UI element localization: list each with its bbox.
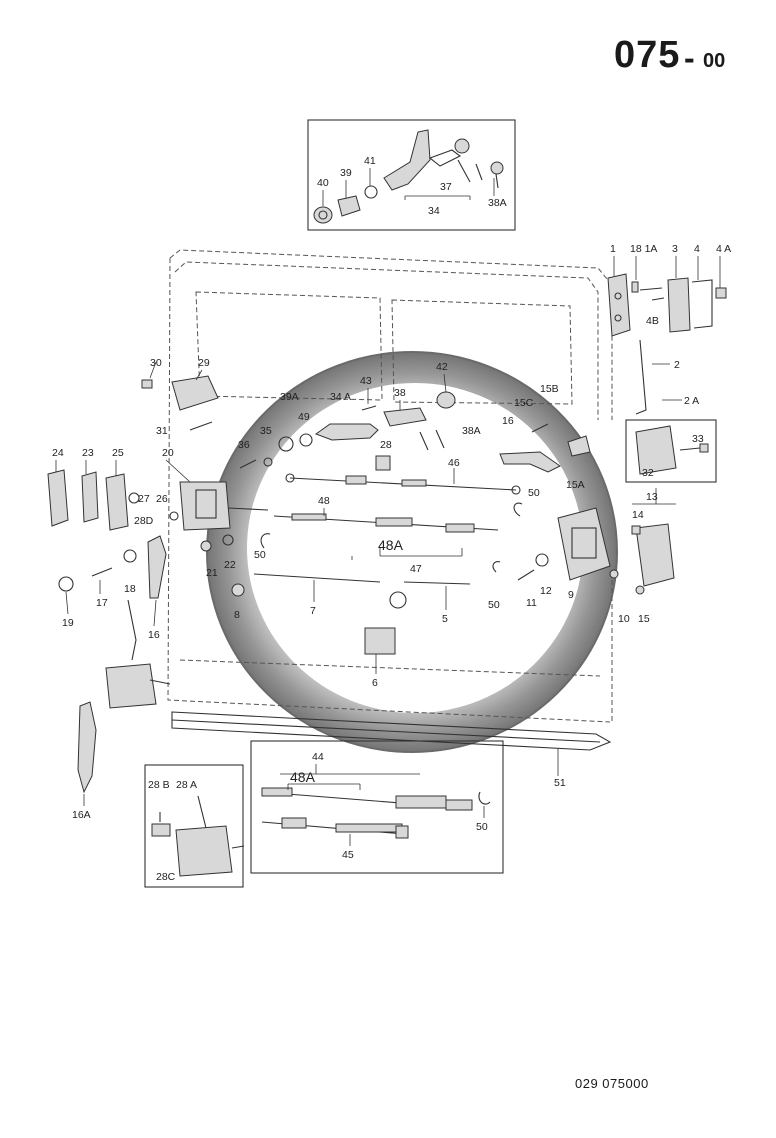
label-33: 33 bbox=[692, 433, 704, 445]
catch-parts bbox=[635, 425, 709, 475]
center-handle-parts bbox=[314, 391, 456, 471]
label-9: 9 bbox=[568, 589, 574, 601]
label-37: 37 bbox=[440, 181, 452, 193]
footer-reference: 029 075000 bbox=[575, 1076, 649, 1091]
label-2: 2 bbox=[674, 359, 680, 371]
label-5: 5 bbox=[442, 613, 448, 625]
label-36: 36 bbox=[238, 439, 250, 451]
label-6: 6 bbox=[372, 677, 378, 689]
label-48a: 48A bbox=[378, 537, 404, 553]
label-28b: 28 B bbox=[148, 779, 170, 791]
label-26: 26 bbox=[156, 493, 168, 505]
label-28: 28 bbox=[380, 439, 392, 451]
sill-strip bbox=[171, 711, 612, 751]
label-38: 38 bbox=[394, 387, 406, 399]
label-48: 48 bbox=[318, 495, 330, 507]
label-38a: 38A bbox=[462, 425, 481, 437]
inner-handle-right bbox=[499, 423, 591, 473]
label-27: 27 bbox=[138, 493, 150, 505]
label-12: 12 bbox=[540, 585, 552, 597]
shadow-ring bbox=[206, 351, 618, 753]
label-29: 29 bbox=[198, 357, 210, 369]
label-43: 43 bbox=[360, 375, 372, 387]
lock-cover-parts bbox=[151, 795, 245, 877]
label-44: 44 bbox=[312, 751, 324, 763]
label-7: 7 bbox=[310, 605, 316, 617]
label-34a: 34 A bbox=[330, 391, 351, 403]
label-16a: 16A bbox=[72, 809, 91, 821]
label-13: 13 bbox=[646, 491, 658, 503]
inset-catch bbox=[625, 419, 717, 483]
striker-plate-parts bbox=[607, 273, 727, 415]
label-38a-top: 38A bbox=[488, 197, 507, 209]
label-28d: 28D bbox=[134, 515, 154, 527]
label-19: 19 bbox=[62, 617, 74, 629]
lock-cylinder-parts bbox=[313, 129, 504, 224]
label-35: 35 bbox=[260, 425, 272, 437]
outer-handle-assembly bbox=[77, 599, 171, 794]
label-20: 20 bbox=[162, 447, 174, 459]
label-50c: 50 bbox=[476, 821, 488, 833]
label-42: 42 bbox=[436, 361, 448, 373]
inset-cables bbox=[250, 740, 504, 874]
label-11: 11 bbox=[526, 597, 537, 609]
label-16: 16 bbox=[148, 629, 160, 641]
label-22: 22 bbox=[224, 559, 236, 571]
label-16-right: 16 bbox=[502, 415, 514, 427]
label-2a: 2 A bbox=[684, 395, 699, 407]
label-39a: 39A bbox=[280, 391, 299, 403]
label-17: 17 bbox=[96, 597, 108, 609]
label-14: 14 bbox=[632, 509, 644, 521]
label-15a: 15A bbox=[566, 479, 585, 491]
label-18-1a: 18 1A bbox=[630, 243, 657, 255]
page-number: 075 bbox=[614, 34, 681, 76]
label-24: 24 bbox=[52, 447, 64, 459]
label-41: 41 bbox=[364, 155, 376, 167]
label-23: 23 bbox=[82, 447, 94, 459]
label-4: 4 bbox=[694, 243, 700, 255]
inset-lock-cylinder bbox=[307, 119, 516, 231]
inset-lock-cover bbox=[144, 764, 244, 888]
label-51: 51 bbox=[554, 777, 566, 789]
label-40: 40 bbox=[317, 177, 329, 189]
page-suffix: 00 bbox=[703, 50, 726, 72]
label-21: 21 bbox=[206, 567, 218, 579]
label-48a-lower: 48A bbox=[290, 769, 316, 785]
label-25: 25 bbox=[112, 447, 124, 459]
label-50d: 50 bbox=[488, 599, 500, 611]
label-46: 46 bbox=[448, 457, 460, 469]
label-3: 3 bbox=[672, 243, 678, 255]
label-34-top: 34 bbox=[428, 205, 440, 217]
page-number-dash: - bbox=[684, 40, 695, 76]
label-50b: 50 bbox=[254, 549, 266, 561]
label-39: 39 bbox=[340, 167, 352, 179]
leader-lines bbox=[55, 168, 721, 846]
label-4a: 4 A bbox=[716, 243, 731, 255]
label-1: 1 bbox=[610, 243, 616, 255]
door-lock-assembly bbox=[517, 507, 675, 595]
label-4b: 4B bbox=[646, 315, 659, 327]
label-15c: 15C bbox=[514, 397, 534, 409]
label-49: 49 bbox=[298, 411, 310, 423]
label-15: 15 bbox=[638, 613, 650, 625]
label-8: 8 bbox=[234, 609, 240, 621]
left-lower-parts bbox=[58, 535, 167, 599]
label-15b: 15B bbox=[540, 383, 559, 395]
label-18: 18 bbox=[124, 583, 136, 595]
label-28c: 28C bbox=[156, 871, 176, 883]
label-47: 47 bbox=[410, 563, 422, 575]
label-10: 10 bbox=[618, 613, 630, 625]
label-32: 32 bbox=[642, 467, 654, 479]
label-50a: 50 bbox=[528, 487, 540, 499]
label-45: 45 bbox=[342, 849, 354, 861]
cable-parts bbox=[261, 783, 491, 839]
rods-and-cables bbox=[253, 473, 523, 655]
label-31: 31 bbox=[156, 425, 168, 437]
left-lock-assembly bbox=[47, 469, 269, 597]
label-28a: 28 A bbox=[176, 779, 197, 791]
left-upper-parts bbox=[141, 375, 313, 469]
